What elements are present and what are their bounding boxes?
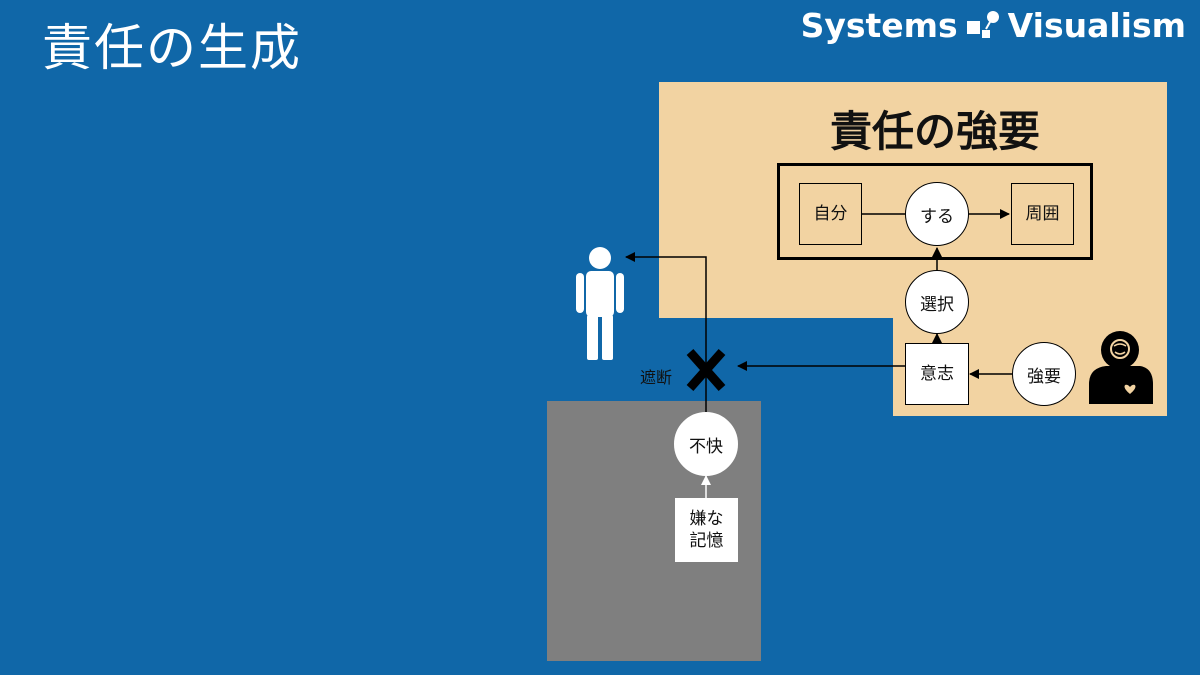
node-coercion: 強要 (1012, 342, 1076, 406)
node-choice: 選択 (905, 270, 969, 334)
edge-discomfort-person (625, 252, 707, 412)
node-bad-memory: 嫌な 記憶 (675, 498, 738, 562)
responsibility-frame (777, 163, 1093, 260)
head-brain-heart-icon (1089, 331, 1153, 404)
node-do: する (905, 182, 969, 246)
node-self: 自分 (799, 183, 862, 245)
person-icon (576, 247, 624, 360)
node-discomfort: 不快 (674, 412, 738, 476)
brand-left-text: Systems (800, 6, 958, 45)
brand: Systems Visualism (801, 6, 1186, 45)
panel-title: 責任の強要 (829, 107, 1040, 156)
node-will: 意志 (905, 343, 969, 405)
block-x-icon (686, 349, 726, 391)
bad-memory-line1: 嫌な (689, 508, 724, 529)
brand-right-text: Visualism (1007, 6, 1186, 45)
systems-visualism-logo-icon (966, 10, 999, 38)
block-label: 遮断 (640, 368, 673, 387)
slide-title: 責任の生成 (42, 19, 302, 77)
bad-memory-line2: 記憶 (689, 531, 724, 551)
node-surroundings: 周囲 (1011, 183, 1074, 245)
